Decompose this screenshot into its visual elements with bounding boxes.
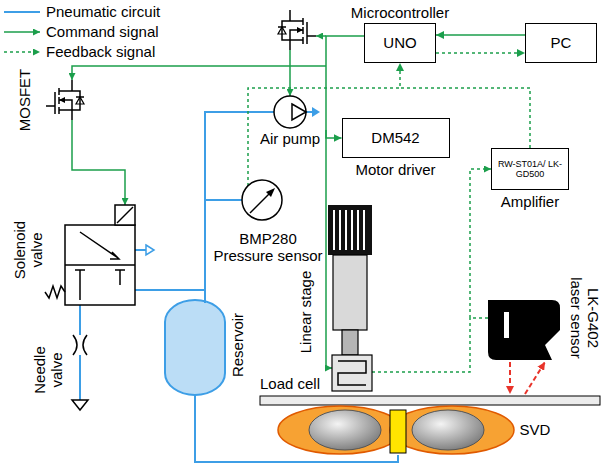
svd-drawing (412, 410, 484, 450)
part-label: LK-G402 laser sensor (568, 274, 601, 362)
box-label: RW-ST01A/ LK-GD500 (497, 159, 563, 180)
part-label: Linear stage (298, 271, 315, 354)
linear-stage-drawing (334, 210, 364, 250)
pressure-gauge-symbol (266, 188, 275, 197)
command-line (289, 50, 291, 96)
needle-valve-symbol (72, 400, 88, 410)
part-label: BMP280 Pressure sensor (212, 231, 324, 264)
box-label: PC (551, 34, 572, 51)
box-outline: RW-ST01A/ LK-GD500 (491, 148, 569, 190)
part-label: Air pump (260, 131, 320, 148)
legend-sample (4, 11, 40, 13)
command-signal (436, 34, 525, 36)
laser-sensor-drawing (488, 300, 560, 360)
svd-drawing (278, 406, 514, 454)
svd-drawing (390, 410, 406, 453)
amplifier-box: RW-ST01A/ LK-GD500Amplifier (485, 148, 575, 212)
legend-sample (4, 51, 40, 53)
box-outline: DM542 (342, 118, 450, 158)
pressure-gauge-symbol (242, 180, 282, 220)
computer-box: PC (525, 23, 597, 63)
needle-valve-symbol (72, 335, 88, 410)
svd-drawing (309, 410, 381, 450)
solenoid-valve-symbol (75, 270, 125, 300)
laser-beam (510, 362, 545, 394)
pneumatic-line (135, 249, 146, 251)
svd-drawing (278, 406, 402, 454)
box-outline: UNO (364, 23, 436, 63)
pneumatic-line (205, 199, 242, 201)
solenoid-valve-symbol (65, 264, 135, 266)
air-pump-symbol (292, 104, 306, 120)
solenoid-valve-symbol (117, 207, 133, 223)
platform (260, 396, 600, 405)
linear-stage-drawing (328, 205, 372, 355)
reservoir-tank (165, 300, 225, 395)
exhaust-symbol (146, 245, 154, 255)
linear-stage-drawing (342, 330, 358, 355)
feedback-signal (436, 52, 525, 54)
pneumatic-line (79, 305, 81, 400)
solenoid-valve-symbol (80, 232, 119, 259)
part-label: MOSFET (17, 69, 34, 132)
part-label: Needle valve (32, 343, 65, 398)
linear-stage-drawing (328, 205, 372, 255)
box-caption: Motor driver (355, 160, 435, 180)
feedback-line (372, 318, 470, 372)
laser-beam (509, 362, 511, 394)
load-cell-drawing (332, 355, 372, 391)
legend-text: Pneumatic circuit (46, 3, 160, 21)
load-cell-drawing (338, 361, 366, 385)
microcontroller-box: MicrocontrollerUNO (340, 3, 460, 63)
command-line (316, 35, 326, 37)
part-label: Solenoid valve (12, 217, 45, 283)
laser-beam (525, 362, 545, 394)
mosfet-symbol (46, 80, 84, 120)
pressure-gauge-symbol (242, 180, 282, 220)
solenoid-valve-symbol (45, 286, 65, 298)
solenoid-valve-symbol (65, 225, 135, 305)
svd-drawing (390, 406, 514, 454)
part-label: Load cell (260, 376, 320, 393)
load-cell-drawing (332, 355, 372, 391)
laser-sensor-drawing (504, 312, 509, 338)
needle-valve-symbol (73, 335, 87, 355)
linear-stage-drawing (333, 255, 367, 330)
pneumatic-line (135, 289, 205, 291)
box-outline: PC (525, 23, 597, 63)
legend-sample (4, 31, 40, 33)
legend-text: Feedback signal (46, 43, 155, 61)
box-label: DM542 (371, 129, 419, 146)
command-line (72, 66, 326, 80)
box-caption: Amplifier (501, 192, 559, 212)
solenoid-valve-symbol (45, 205, 135, 305)
laser-sensor-drawing (488, 300, 560, 360)
command-line (72, 120, 125, 205)
solenoid-valve-symbol (115, 205, 135, 225)
feedback-line (470, 169, 491, 318)
air-pump-symbol (274, 96, 306, 128)
box-label: UNO (383, 34, 416, 51)
part-label: SVD (520, 422, 551, 439)
air-pump-symbol (274, 96, 306, 128)
motor-driver-box: DM542Motor driver (338, 118, 453, 180)
part-label: Reservoir (230, 313, 247, 377)
mosfet-symbol (278, 10, 316, 50)
box-caption: Microcontroller (351, 3, 449, 23)
legend-text: Command signal (46, 23, 159, 41)
pump-outlet-arrow (312, 107, 320, 117)
